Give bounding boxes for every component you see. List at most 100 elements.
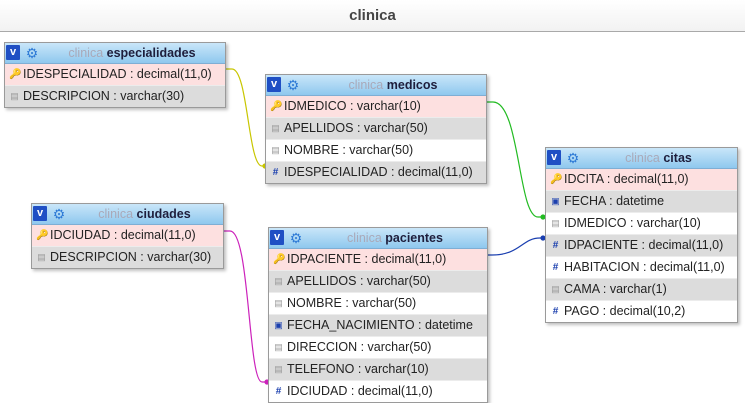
key-icon: 🔑 xyxy=(273,254,286,265)
column-icon: ▤ xyxy=(551,218,560,228)
column-row[interactable]: 🔑IDESPECIALIDAD : decimal(11,0) xyxy=(5,64,225,85)
collapse-toggle-icon[interactable]: v xyxy=(267,77,281,92)
table-name: especialidades xyxy=(106,46,196,60)
column-label: APELLIDOS : varchar(50) xyxy=(284,121,428,135)
column-label: DESCRIPCION : varchar(30) xyxy=(23,89,185,103)
foreign-key-icon: # xyxy=(552,240,559,251)
relation-ciudades-pacientes[interactable] xyxy=(223,230,269,383)
collapse-toggle-icon[interactable]: v xyxy=(547,150,561,165)
column-icon: ▤ xyxy=(551,284,560,294)
column-row[interactable]: ▤ NOMBRE : varchar(50) xyxy=(269,292,487,314)
column-row[interactable]: # IDPACIENTE : decimal(11,0) xyxy=(546,234,737,256)
column-label: NOMBRE : varchar(50) xyxy=(287,296,417,310)
column-label: HABITACION : decimal(11,0) xyxy=(564,260,725,274)
table-header: v⚙clinica pacientes xyxy=(269,228,487,249)
datetime-icon: ▣ xyxy=(551,196,560,206)
table-name: ciudades xyxy=(136,207,191,221)
table-title[interactable]: clinica especialidades xyxy=(41,43,223,63)
table-title[interactable]: clinica citas xyxy=(582,148,735,168)
column-label: IDCIUDAD : decimal(11,0) xyxy=(287,384,433,398)
relation-pacientes-citas[interactable] xyxy=(487,237,545,256)
database-prefix: clinica xyxy=(68,46,104,60)
table-name: pacientes xyxy=(385,231,443,245)
column-label: DESCRIPCION : varchar(30) xyxy=(50,250,212,264)
column-icon: ▤ xyxy=(274,342,283,352)
table-title[interactable]: clinica ciudades xyxy=(68,204,221,224)
table-ciudades[interactable]: v⚙clinica ciudades🔑IDCIUDAD : decimal(11… xyxy=(31,203,224,269)
column-label: IDMEDICO : varchar(10) xyxy=(284,99,421,113)
collapse-toggle-icon[interactable]: v xyxy=(270,230,284,245)
column-row[interactable]: # IDCIUDAD : decimal(11,0) xyxy=(269,380,487,402)
datetime-icon: ▣ xyxy=(274,320,283,330)
gear-icon[interactable]: ⚙ xyxy=(566,150,580,166)
key-icon: 🔑 xyxy=(36,230,49,241)
gear-icon[interactable]: ⚙ xyxy=(289,230,303,246)
page-title: clinica xyxy=(0,0,745,32)
database-prefix: clinica xyxy=(98,207,134,221)
relation-especialidades-medicos[interactable] xyxy=(225,68,266,167)
column-icon: ▤ xyxy=(274,298,283,308)
column-row[interactable]: 🔑IDCITA : decimal(11,0) xyxy=(546,169,737,190)
column-row[interactable]: ▣FECHA_NACIMIENTO : datetime xyxy=(269,314,487,336)
key-icon: 🔑 xyxy=(9,69,22,80)
column-row[interactable]: ▤APELLIDOS : varchar(50) xyxy=(269,270,487,292)
collapse-toggle-icon[interactable]: v xyxy=(6,45,20,60)
column-label: IDPACIENTE : decimal(11,0) xyxy=(564,238,724,252)
foreign-key-icon: # xyxy=(275,386,282,397)
database-prefix: clinica xyxy=(625,151,660,165)
column-icon: ▤ xyxy=(271,123,280,133)
column-label: NOMBRE : varchar(50) xyxy=(284,143,414,157)
column-row[interactable]: 🔑IDPACIENTE : decimal(11,0) xyxy=(269,249,487,270)
table-pacientes[interactable]: v⚙clinica pacientes🔑IDPACIENTE : decimal… xyxy=(268,227,488,403)
column-row[interactable]: ▤DIRECCION : varchar(50) xyxy=(269,336,487,358)
column-row[interactable]: 🔑IDCIUDAD : decimal(11,0) xyxy=(32,225,223,246)
column-label: IDPACIENTE : decimal(11,0) xyxy=(287,252,447,266)
column-row[interactable]: ▤ TELEFONO : varchar(10) xyxy=(269,358,487,380)
database-prefix: clinica xyxy=(347,231,382,245)
column-row[interactable]: ▣ FECHA : datetime xyxy=(546,190,737,212)
column-icon: ▤ xyxy=(274,276,283,286)
gear-icon[interactable]: ⚙ xyxy=(25,45,39,61)
column-row[interactable]: 🔑IDMEDICO : varchar(10) xyxy=(266,96,486,117)
column-row[interactable]: ▤ DESCRIPCION : varchar(30) xyxy=(5,85,225,107)
column-row[interactable]: #PAGO : decimal(10,2) xyxy=(546,300,737,322)
column-label: PAGO : decimal(10,2) xyxy=(564,304,686,318)
column-label: TELEFONO : varchar(10) xyxy=(287,362,429,376)
column-icon: ▤ xyxy=(10,91,19,101)
collapse-toggle-icon[interactable]: v xyxy=(33,206,47,221)
table-especialidades[interactable]: v⚙clinica especialidades🔑IDESPECIALIDAD … xyxy=(4,42,226,108)
table-medicos[interactable]: v⚙clinica medicos🔑IDMEDICO : varchar(10)… xyxy=(265,74,487,184)
table-title[interactable]: clinica pacientes xyxy=(305,228,485,248)
table-header: v⚙clinica especialidades xyxy=(5,43,225,64)
key-icon: 🔑 xyxy=(270,101,283,112)
column-label: IDMEDICO : varchar(10) xyxy=(564,216,701,230)
column-icon: ▤ xyxy=(274,364,283,374)
column-icon: ▤ xyxy=(271,145,280,155)
column-row[interactable]: ▤DESCRIPCION : varchar(30) xyxy=(32,246,223,268)
column-label: CAMA : varchar(1) xyxy=(564,282,667,296)
key-icon: 🔑 xyxy=(550,174,563,185)
table-header: v⚙clinica citas xyxy=(546,148,737,169)
column-label: IDCIUDAD : decimal(11,0) xyxy=(50,228,196,242)
column-label: IDESPECIALIDAD : decimal(11,0) xyxy=(23,67,212,81)
table-name: citas xyxy=(663,151,692,165)
database-prefix: clinica xyxy=(348,78,384,92)
table-header: v⚙clinica medicos xyxy=(266,75,486,96)
gear-icon[interactable]: ⚙ xyxy=(286,77,300,93)
table-name: medicos xyxy=(386,78,438,92)
relation-end-dot xyxy=(540,235,546,241)
table-citas[interactable]: v⚙clinica citas🔑IDCITA : decimal(11,0)▣F… xyxy=(545,147,738,323)
column-row[interactable]: ▤ NOMBRE : varchar(50) xyxy=(266,139,486,161)
column-row[interactable]: #IDESPECIALIDAD : decimal(11,0) xyxy=(266,161,486,183)
column-row[interactable]: # HABITACION : decimal(11,0) xyxy=(546,256,737,278)
gear-icon[interactable]: ⚙ xyxy=(52,206,66,222)
table-title[interactable]: clinica medicos xyxy=(302,75,484,95)
foreign-key-icon: # xyxy=(552,262,559,273)
relation-medicos-citas[interactable] xyxy=(486,101,545,218)
column-row[interactable]: ▤ CAMA : varchar(1) xyxy=(546,278,737,300)
column-row[interactable]: ▤ IDMEDICO : varchar(10) xyxy=(546,212,737,234)
column-row[interactable]: ▤ APELLIDOS : varchar(50) xyxy=(266,117,486,139)
column-label: FECHA : datetime xyxy=(564,194,665,208)
relation-end-dot xyxy=(540,214,546,220)
